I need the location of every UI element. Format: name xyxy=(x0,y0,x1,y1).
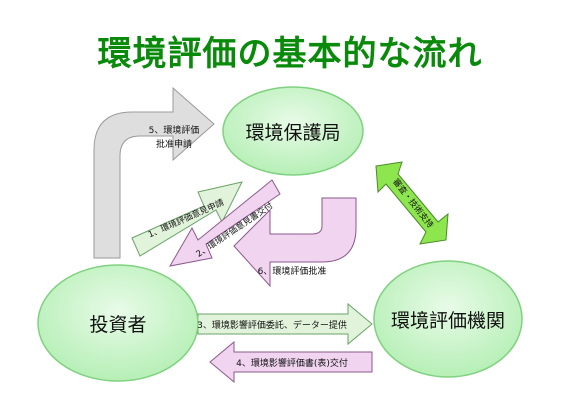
arrow-6-approval xyxy=(233,197,357,288)
node-investor xyxy=(37,264,199,382)
node-investor-label: 投資者 xyxy=(89,314,146,336)
node-agency xyxy=(373,260,523,378)
arrow-4-label: 4、環境影響評価書(表)交付 xyxy=(236,357,348,369)
arrow-3-label: 3、環境影響評価委託、データー提供 xyxy=(197,319,347,331)
arrow-7-review-support xyxy=(375,161,449,245)
arrow-2-opinion-issuance xyxy=(169,179,281,267)
node-bureau-label: 環境保護局 xyxy=(245,122,340,144)
arrow-5-approval-request xyxy=(93,86,215,259)
arrow-7-label: 審査・技術支持 xyxy=(390,177,436,231)
arrow-5-label-line2: 批准申請 xyxy=(156,138,192,150)
page-title: 環境評価の基本的な流れ xyxy=(97,34,483,74)
arrow-6-label: 6、環境評価批准 xyxy=(258,265,327,277)
arrow-4-report-delivery xyxy=(209,340,373,384)
node-bureau xyxy=(222,86,364,176)
node-agency-label: 環境評価機関 xyxy=(391,310,505,332)
arrow-1-opinion-application xyxy=(131,181,243,257)
arrow-3-commission xyxy=(197,302,373,346)
arrow-5-label-line1: 5、環境評価 xyxy=(149,124,200,136)
